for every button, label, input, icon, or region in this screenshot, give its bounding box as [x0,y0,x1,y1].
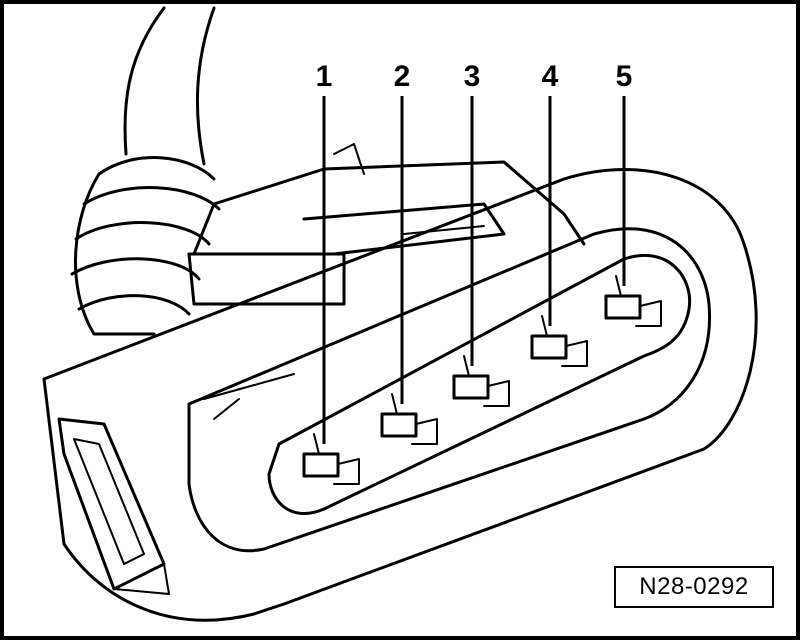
pin-terminals [302,275,662,485]
connector-housing [42,167,758,622]
pin-terminal-3 [452,355,510,407]
figure-reference-box: N28-0292 [614,566,774,608]
pin-terminal-5 [604,275,662,327]
pin-callout-1: 1 [316,60,333,93]
pin-callout-5: 5 [616,60,633,93]
connector-latch [187,143,586,306]
figure-reference-code: N28-0292 [639,573,749,600]
pin-callout-4: 4 [542,60,559,93]
pin-terminal-1 [302,433,360,485]
pin-face [267,253,692,516]
pin-callout-2: 2 [394,60,411,93]
cable [123,6,216,166]
pin-terminal-2 [380,393,438,445]
cable-boot [70,156,221,336]
connector-drawing: 1 2 3 4 5 [42,6,758,622]
connector-recess [187,227,712,553]
side-lock-tab [57,417,170,595]
leader-lines [322,96,626,444]
pin-callout-3: 3 [464,60,481,93]
pin-terminal-4 [530,315,588,367]
